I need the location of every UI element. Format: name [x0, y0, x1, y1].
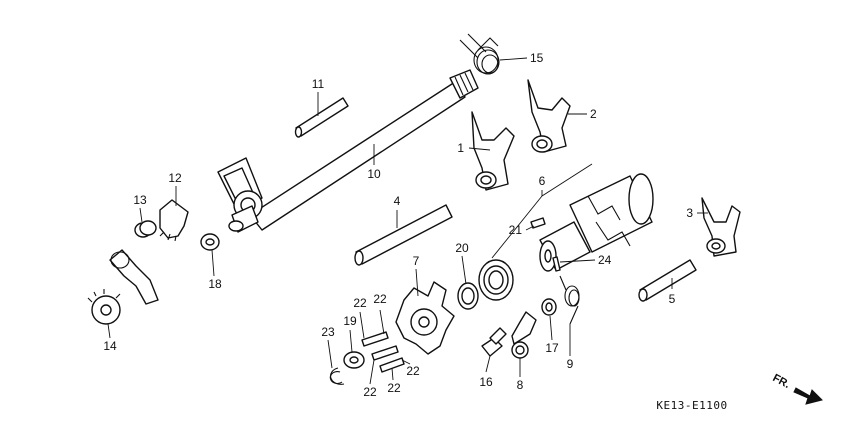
callout-24: 24 [598, 253, 612, 267]
callout-23: 23 [321, 325, 335, 339]
callout-22: 22 [373, 292, 387, 306]
callout-19: 19 [343, 314, 357, 328]
callout-22: 22 [353, 296, 367, 310]
callout-9: 9 [567, 357, 574, 371]
part-24-pin [552, 256, 561, 272]
part-14-arm-assembly [87, 249, 159, 325]
callout-22: 22 [363, 385, 377, 399]
direction-label: FR. [771, 372, 792, 391]
callout-numbers: 1 2 3 4 5 6 7 8 9 10 11 12 13 14 15 16 1… [103, 51, 693, 399]
part-3-shift-fork [701, 197, 741, 257]
callout-1: 1 [457, 141, 464, 155]
part-4-fork-shaft [354, 204, 453, 266]
callout-20: 20 [455, 241, 469, 255]
part-16-bolt [481, 327, 507, 357]
callout-6: 6 [539, 174, 546, 188]
callout-7: 7 [413, 254, 420, 268]
callout-4: 4 [394, 194, 401, 208]
callout-16: 16 [479, 375, 493, 389]
part-11-pin [294, 97, 349, 138]
callout-21: 21 [509, 223, 523, 237]
part-23-circlip [329, 367, 345, 385]
part-2-shift-fork [527, 79, 571, 153]
part-5-fork-shaft [638, 259, 697, 302]
callout-22: 22 [387, 381, 401, 395]
callout-14: 14 [103, 339, 117, 353]
callout-11: 11 [312, 77, 325, 91]
part-21-pin [530, 217, 546, 229]
part-1-shift-fork [471, 111, 515, 191]
part-15-spring [459, 33, 500, 75]
part-7-drum-plate [395, 281, 455, 355]
callout-17: 17 [545, 341, 559, 355]
part-18-washer [200, 233, 220, 251]
callout-8: 8 [517, 378, 524, 392]
part-22-pins [361, 331, 405, 373]
front-direction-indicator: FR. [771, 372, 823, 405]
part-17-collar [541, 298, 557, 316]
callout-12: 12 [168, 171, 182, 185]
callout-15: 15 [530, 51, 544, 65]
callout-2: 2 [590, 107, 597, 121]
arrow-icon [793, 387, 823, 405]
callout-10: 10 [367, 167, 381, 181]
callout-13: 13 [133, 193, 147, 207]
part-20-bearing [457, 259, 514, 310]
leader-lines [107, 57, 708, 385]
callout-18: 18 [208, 277, 222, 291]
part-10-gearshift-spindle [217, 69, 479, 233]
part-9-spring [559, 275, 580, 325]
callout-5: 5 [669, 292, 676, 306]
callout-3: 3 [686, 206, 693, 220]
part-19-washer [343, 351, 365, 369]
drawing-code: KE13-E1100 [656, 399, 727, 412]
part-8-stopper-arm [511, 311, 537, 359]
part-12-ratchet [159, 199, 189, 242]
callout-22: 22 [406, 364, 420, 378]
part-13-collar [134, 220, 157, 238]
